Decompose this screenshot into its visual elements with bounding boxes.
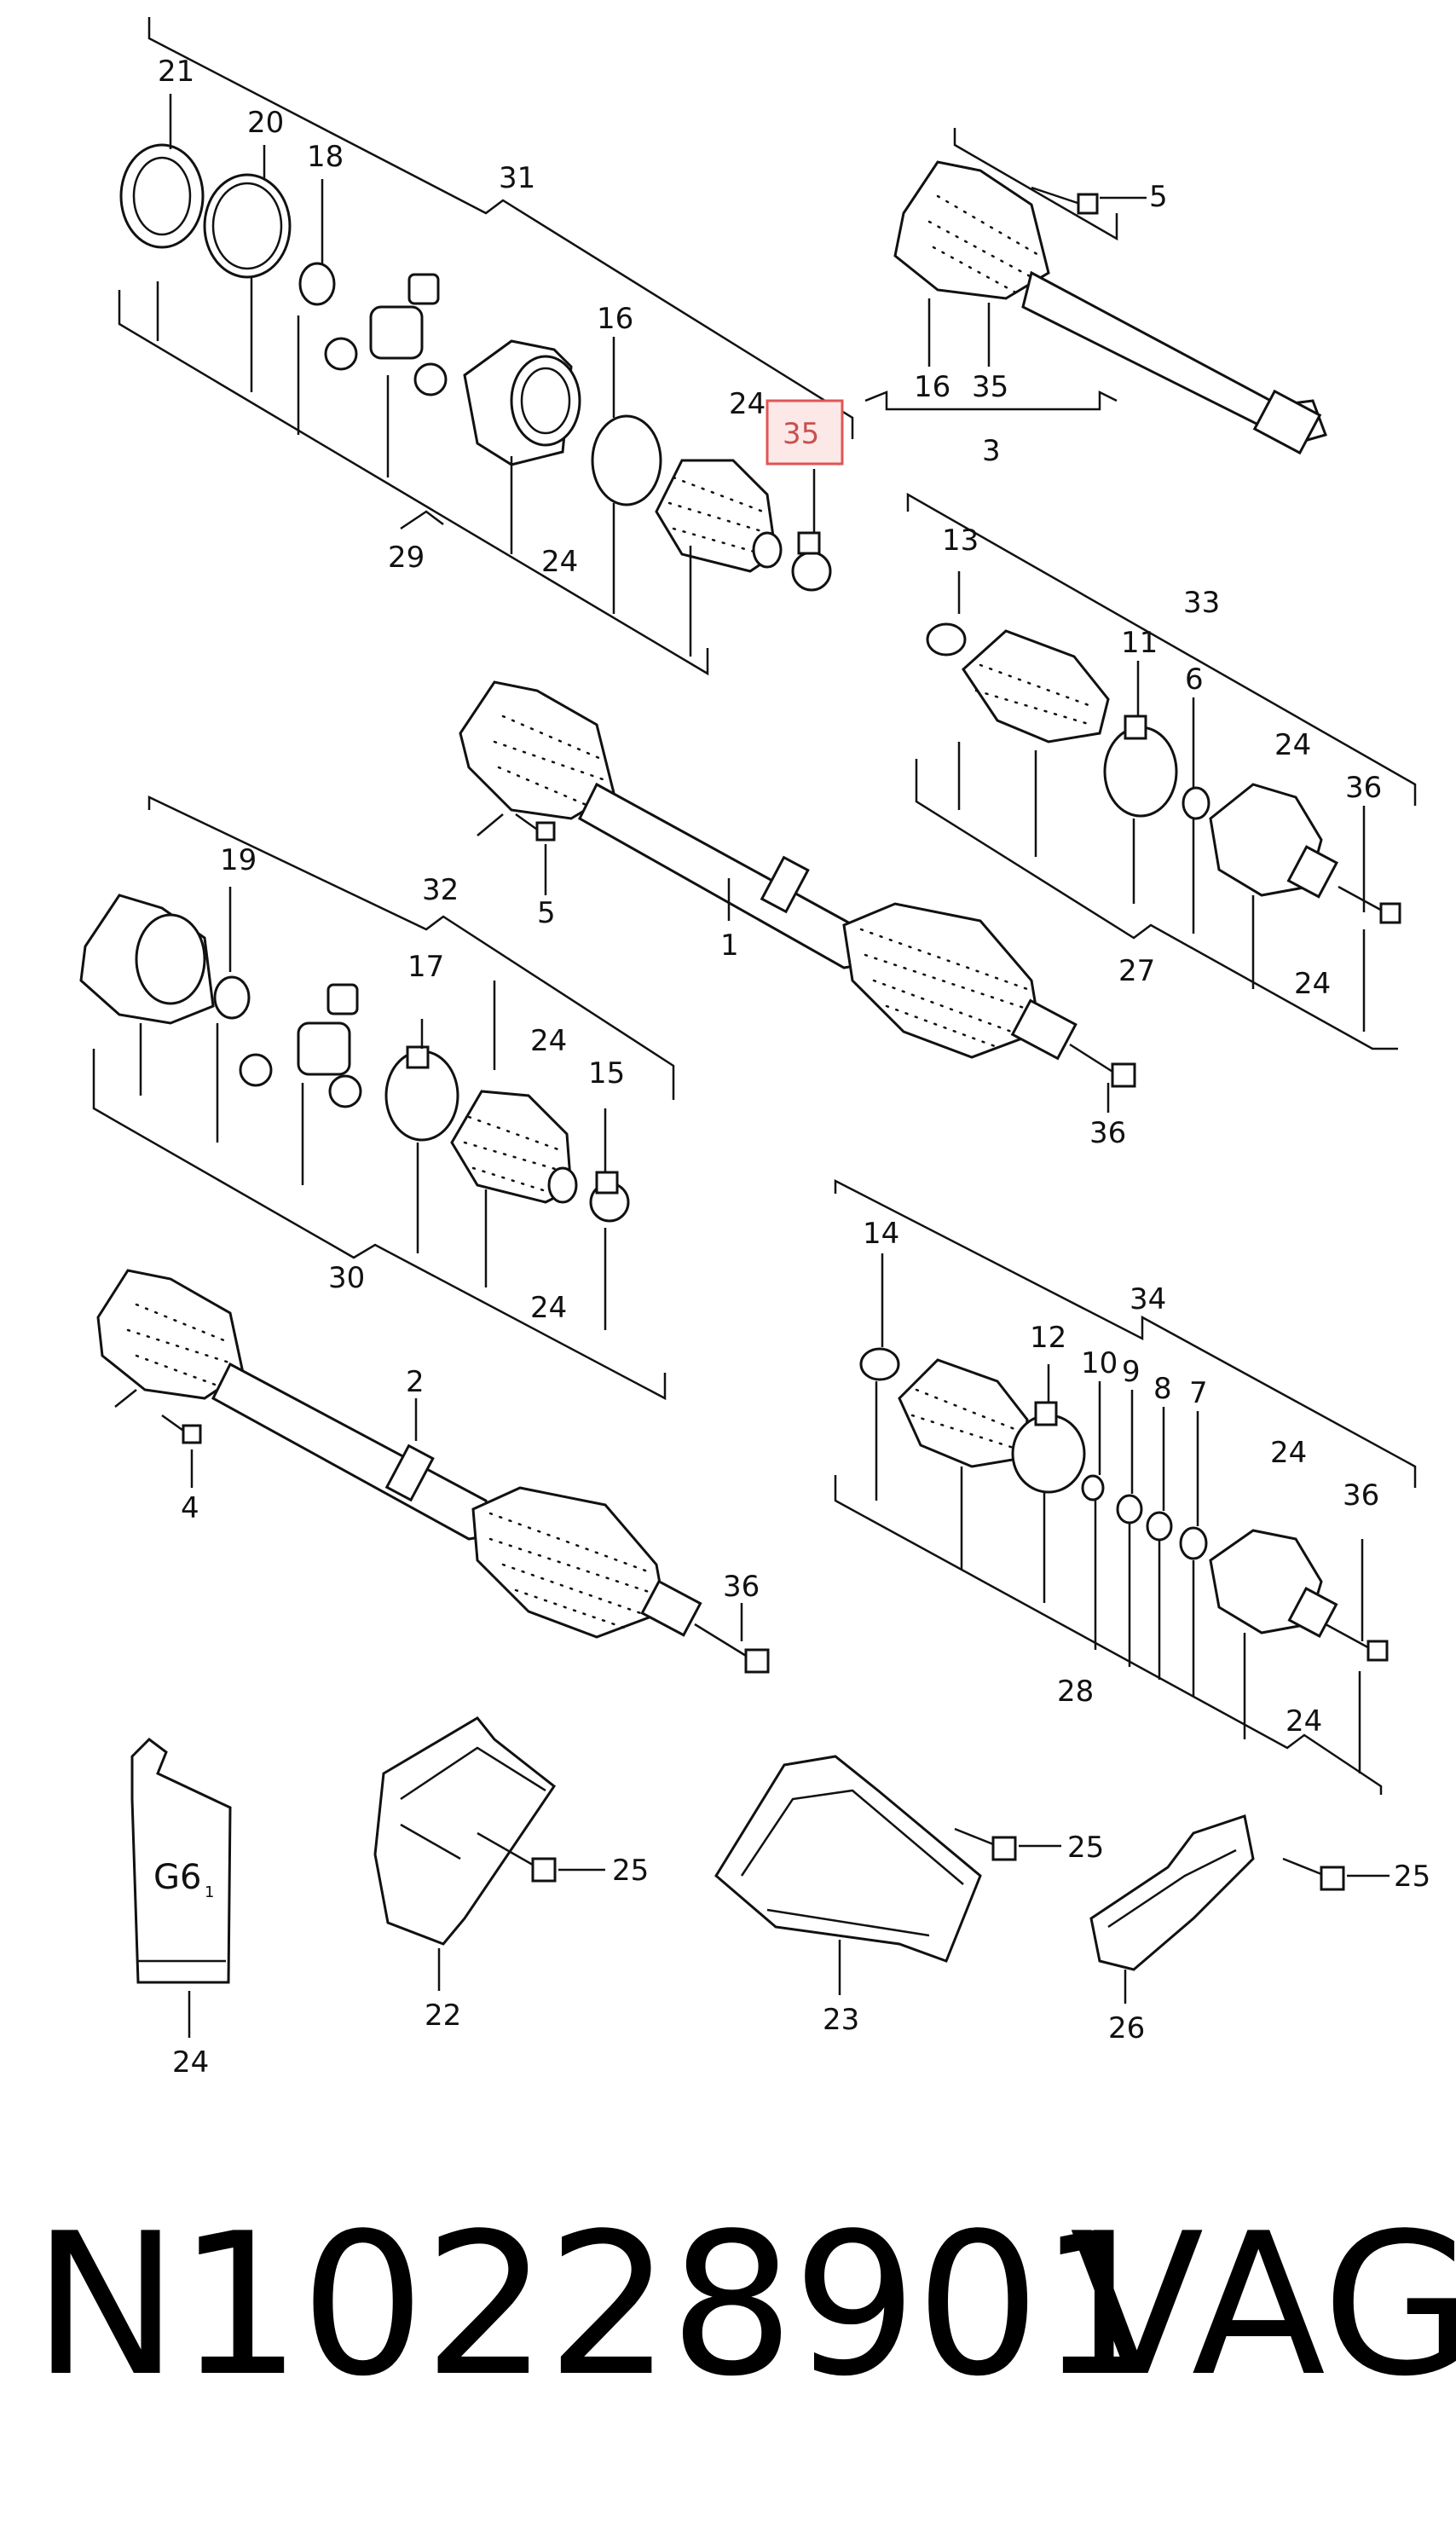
callout-24: 24 bbox=[1294, 967, 1331, 1001]
callout-6: 6 bbox=[1185, 662, 1204, 697]
callout-7: 7 bbox=[1189, 1376, 1208, 1410]
bolt-36a bbox=[1338, 885, 1401, 924]
snap-ring-19 bbox=[213, 975, 251, 1020]
washer-10 bbox=[1081, 1474, 1105, 1501]
callout-25: 25 bbox=[612, 1854, 649, 1888]
tube-label-sub: 1 bbox=[205, 1883, 214, 1901]
callout-30: 30 bbox=[328, 1261, 365, 1295]
callout-12: 12 bbox=[1030, 1321, 1066, 1355]
callout-9: 9 bbox=[1122, 1355, 1141, 1389]
heat-shield-22 bbox=[373, 1716, 605, 1991]
bolt-5b bbox=[515, 813, 556, 842]
kit-33-group bbox=[906, 492, 1417, 1050]
callout-35-highlighted: 35 bbox=[783, 417, 819, 451]
callout-36: 36 bbox=[1089, 1116, 1126, 1150]
callout-13: 13 bbox=[942, 524, 979, 558]
callout-21: 21 bbox=[158, 55, 194, 89]
clamp-band-11 bbox=[1103, 726, 1178, 818]
callout-15: 15 bbox=[588, 1056, 625, 1091]
kit-31-group bbox=[118, 17, 854, 676]
callout-24: 24 bbox=[172, 2045, 209, 2080]
callout-4: 4 bbox=[181, 1491, 199, 1525]
highlight-box bbox=[766, 399, 844, 466]
callout-26: 26 bbox=[1108, 2011, 1145, 2045]
clamp-band-16 bbox=[591, 414, 662, 506]
callout-33: 33 bbox=[1183, 586, 1220, 620]
clamp-clip-35 bbox=[791, 531, 832, 592]
clamp-band-12 bbox=[1011, 1414, 1086, 1494]
callout-24: 24 bbox=[729, 387, 766, 421]
tube-label: G6 bbox=[153, 1858, 201, 1897]
bolt-36b bbox=[1069, 1043, 1136, 1088]
callout-19: 19 bbox=[220, 843, 257, 877]
kit-34-group bbox=[834, 1178, 1417, 1795]
callout-27: 27 bbox=[1118, 954, 1155, 988]
callout-25: 25 bbox=[1067, 1831, 1104, 1865]
callout-5: 5 bbox=[537, 896, 556, 930]
callout-14: 14 bbox=[863, 1217, 899, 1251]
kit-32-group bbox=[79, 795, 675, 1401]
callout-36: 36 bbox=[723, 1570, 760, 1604]
clamp-clip-15 bbox=[589, 1171, 630, 1223]
callout-24: 24 bbox=[1286, 1704, 1322, 1739]
bolt-5a bbox=[1031, 186, 1099, 215]
bolt-36d bbox=[1325, 1623, 1389, 1662]
tripod-joint bbox=[324, 273, 448, 396]
callout-2: 2 bbox=[406, 1365, 425, 1399]
callout-3: 3 bbox=[982, 434, 1001, 468]
callout-25: 25 bbox=[1394, 1860, 1430, 1894]
boot-small bbox=[655, 459, 783, 573]
callout-16: 16 bbox=[597, 302, 633, 336]
tripod-joint-32 bbox=[239, 983, 362, 1108]
callout-23: 23 bbox=[823, 2003, 859, 2037]
snap-ring-18 bbox=[298, 262, 336, 306]
brand-name: VAG bbox=[1070, 2192, 1456, 2420]
washer-8 bbox=[1146, 1511, 1173, 1542]
callout-24: 24 bbox=[530, 1024, 567, 1058]
callout-24: 24 bbox=[541, 545, 578, 579]
callout-36: 36 bbox=[1343, 1478, 1379, 1513]
callout-28: 28 bbox=[1057, 1675, 1094, 1709]
callout-17: 17 bbox=[407, 950, 444, 984]
boot-34 bbox=[898, 1358, 1029, 1468]
callout-35: 35 bbox=[972, 370, 1008, 404]
part-number: N10228901 bbox=[32, 2192, 1164, 2420]
callout-16: 16 bbox=[914, 370, 950, 404]
callout-36: 36 bbox=[1345, 771, 1382, 805]
callout-29: 29 bbox=[388, 541, 425, 575]
drive-shaft-1 bbox=[459, 680, 1136, 1113]
bolt-4 bbox=[161, 1414, 202, 1444]
callout-22: 22 bbox=[425, 1999, 461, 2033]
callout-labels: 21 20 18 31 16 24 35 29 24 5 16 35 3 13 … bbox=[158, 55, 1430, 2080]
heat-shield-23 bbox=[714, 1755, 1061, 1995]
callout-34: 34 bbox=[1130, 1282, 1166, 1316]
drive-shaft-2 bbox=[96, 1269, 770, 1674]
callout-32: 32 bbox=[422, 873, 459, 907]
callout-24: 24 bbox=[1270, 1436, 1307, 1470]
bracket-26 bbox=[1089, 1814, 1390, 2004]
circlip-6 bbox=[1182, 786, 1210, 820]
bolt-36c bbox=[694, 1623, 770, 1674]
exploded-parts-diagram: G6 1 21 20 18 31 16 24 35 29 24 bbox=[79, 17, 1430, 2080]
joint-housing bbox=[463, 339, 581, 466]
callout-5: 5 bbox=[1149, 180, 1168, 214]
callout-18: 18 bbox=[307, 140, 344, 174]
outer-joint bbox=[893, 160, 1050, 300]
callout-20: 20 bbox=[247, 106, 284, 140]
ring-20 bbox=[203, 173, 292, 279]
assembly-3-group bbox=[864, 128, 1327, 455]
callout-8: 8 bbox=[1153, 1372, 1172, 1406]
callout-10: 10 bbox=[1081, 1346, 1118, 1380]
callout-24: 24 bbox=[530, 1291, 567, 1325]
boot-32 bbox=[450, 1090, 573, 1204]
boot-33 bbox=[962, 629, 1110, 743]
callout-24: 24 bbox=[1274, 728, 1311, 762]
circlip-7 bbox=[1179, 1526, 1208, 1560]
callout-31: 31 bbox=[499, 161, 535, 195]
grease-tube: G6 1 bbox=[130, 1738, 232, 2038]
callout-11: 11 bbox=[1121, 626, 1158, 660]
callout-1: 1 bbox=[720, 929, 739, 963]
washer-9 bbox=[1116, 1494, 1143, 1524]
